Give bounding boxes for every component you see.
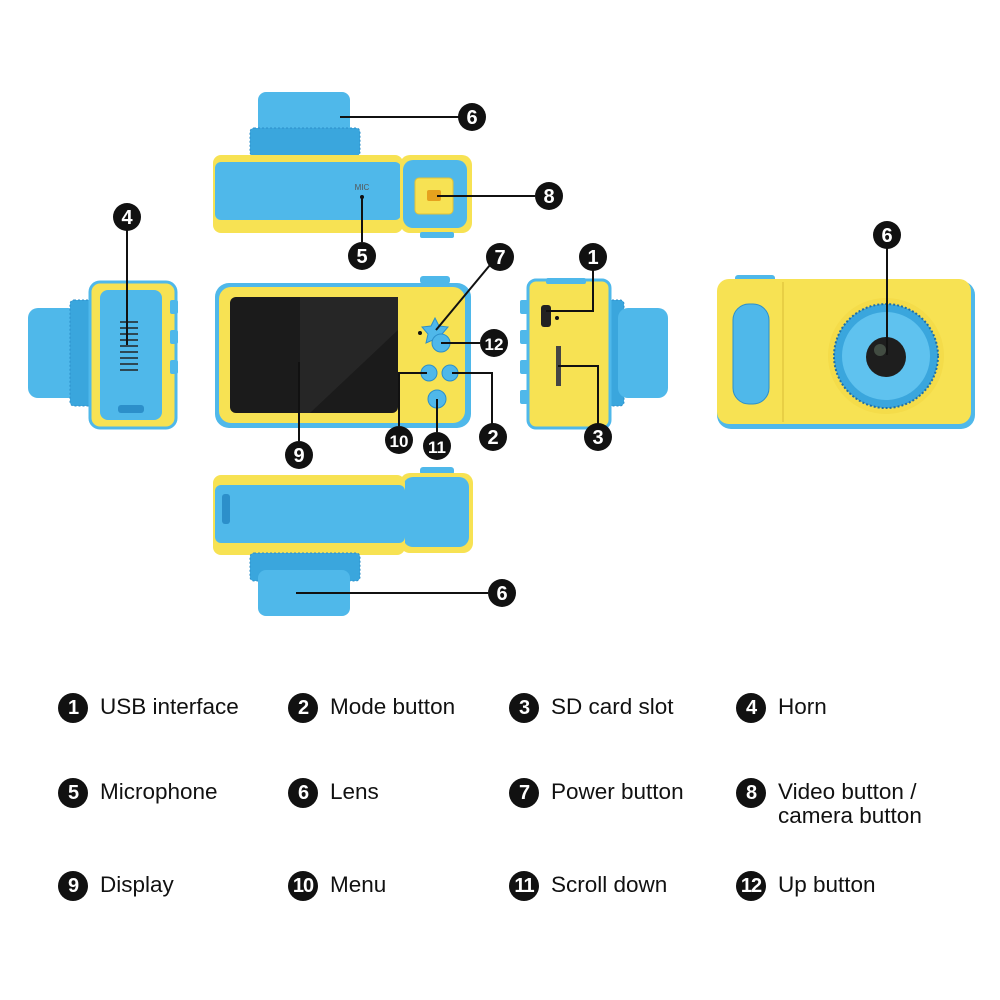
callout-11: 11: [423, 432, 451, 460]
legend-item-usb: 1 USB interface: [58, 693, 239, 723]
front-view: [717, 275, 975, 429]
svg-text:1: 1: [587, 247, 598, 269]
svg-text:7: 7: [494, 247, 505, 269]
back-view: [215, 276, 471, 428]
legend-item-lens: 6 Lens: [288, 778, 379, 808]
legend-number: 11: [509, 871, 539, 901]
callout-9: 9: [285, 441, 313, 469]
legend-item-mode: 2 Mode button: [288, 693, 455, 723]
svg-text:10: 10: [390, 432, 409, 451]
svg-text:11: 11: [428, 438, 446, 457]
legend-number: 3: [509, 693, 539, 723]
callout-6-top: 6: [458, 103, 486, 131]
callout-lines: [126, 116, 888, 594]
svg-text:12: 12: [485, 335, 504, 354]
camera-views: MIC: [28, 92, 975, 616]
legend-label: Up button: [778, 872, 876, 897]
legend-label: Lens: [330, 779, 379, 804]
legend-label: Menu: [330, 872, 387, 897]
usb-port-icon: [541, 305, 551, 327]
left-side-view: [28, 280, 178, 430]
legend-label: Microphone: [100, 779, 218, 804]
legend-item-power: 7 Power button: [509, 778, 684, 808]
svg-text:9: 9: [293, 445, 304, 467]
svg-text:6: 6: [496, 583, 507, 605]
callout-12: 12: [480, 329, 508, 357]
callout-3: 3: [584, 423, 612, 451]
callout-7: 7: [486, 243, 514, 271]
legend-label: Display: [100, 872, 174, 897]
right-side-view: [520, 278, 668, 430]
svg-text:4: 4: [121, 207, 133, 229]
mic-label: MIC: [355, 183, 370, 192]
callout-badges: 6 8 5 4 7 12 10 11 2 9 1 3 6 6: [113, 103, 901, 607]
callout-6-bottom: 6: [488, 579, 516, 607]
legend-number: 8: [736, 778, 766, 808]
legend-item-menu: 10 Menu: [288, 871, 386, 901]
callout-5: 5: [348, 242, 376, 270]
legend-item-horn: 4 Horn: [736, 693, 827, 723]
legend-number: 5: [58, 778, 88, 808]
legend-item-scroll-down: 11 Scroll down: [509, 871, 667, 901]
legend-label: Power button: [551, 779, 684, 804]
svg-text:6: 6: [881, 225, 892, 247]
legend-number: 7: [509, 778, 539, 808]
legend-number: 12: [736, 871, 766, 901]
legend-number: 9: [58, 871, 88, 901]
legend-number: 4: [736, 693, 766, 723]
callout-1: 1: [579, 243, 607, 271]
legend-item-sd: 3 SD card slot: [509, 693, 674, 723]
callout-4: 4: [113, 203, 141, 231]
legend-item-video: 8 Video button / camera button: [736, 778, 922, 828]
horn-grille-icon: [120, 321, 138, 371]
svg-text:3: 3: [592, 427, 603, 449]
legend-number: 2: [288, 693, 318, 723]
legend-label: Mode button: [330, 694, 456, 719]
legend-label: USB interface: [100, 694, 239, 719]
legend-label: SD card slot: [551, 694, 674, 719]
svg-text:6: 6: [466, 107, 477, 129]
svg-text:8: 8: [543, 186, 554, 208]
legend-label: Scroll down: [551, 872, 668, 897]
svg-text:2: 2: [487, 427, 498, 449]
legend-number: 1: [58, 693, 88, 723]
bottom-view: [213, 467, 473, 616]
legend-number: 6: [288, 778, 318, 808]
legend-item-microphone: 5 Microphone: [58, 778, 218, 808]
legend-item-up: 12 Up button: [736, 871, 876, 901]
top-view: MIC: [213, 92, 472, 238]
svg-text:5: 5: [356, 246, 367, 268]
legend-item-display: 9 Display: [58, 871, 174, 901]
callout-10: 10: [385, 426, 413, 454]
legend-label: Horn: [778, 694, 827, 719]
callout-6-front: 6: [873, 221, 901, 249]
callout-8: 8: [535, 182, 563, 210]
legend-label: Video button / camera button: [778, 779, 922, 828]
callout-2: 2: [479, 423, 507, 451]
legend-number: 10: [288, 871, 318, 901]
